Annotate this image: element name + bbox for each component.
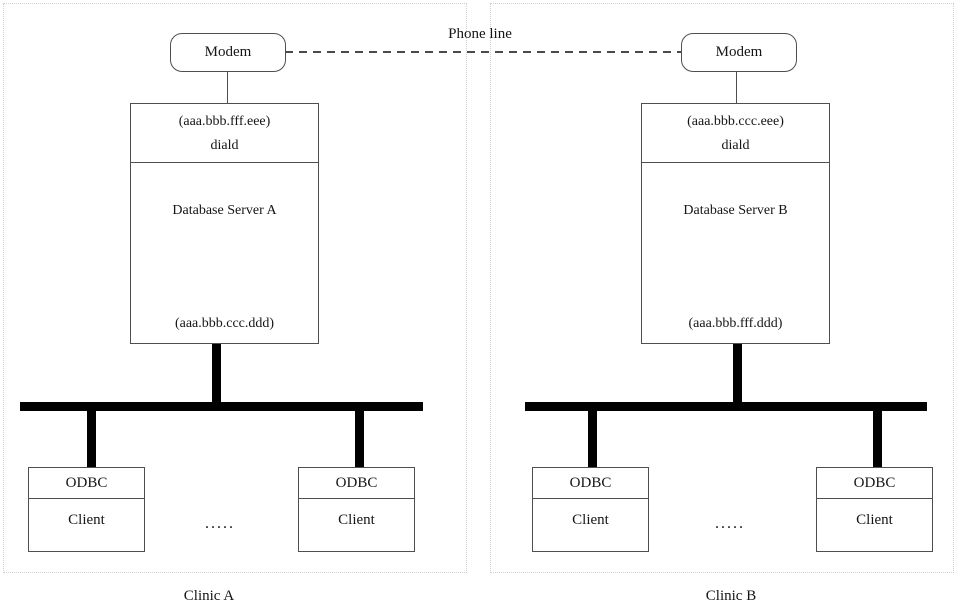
clinic-b-client-1-bus-link <box>588 410 597 468</box>
clinic-b-modem: Modem <box>681 33 797 72</box>
clinic-a-more-clients-ellipsis: ..... <box>205 515 235 532</box>
clinic-b-network-bus <box>525 402 927 411</box>
clinic-b-server: (aaa.bbb.ccc.eee) diald Database Server … <box>641 103 830 344</box>
modem-label: Modem <box>715 44 763 60</box>
clinic-b-more-clients-ellipsis: ..... <box>715 515 745 532</box>
client-interface-label: ODBC <box>29 468 144 499</box>
server-dial-address: (aaa.bbb.ccc.eee) <box>687 114 784 129</box>
clinic-a-client-1: ODBC Client <box>28 467 145 552</box>
clinic-b-label: Clinic B <box>705 588 757 604</box>
clinic-b-client-1: ODBC Client <box>532 467 649 552</box>
clinic-a-label: Clinic A <box>183 588 235 604</box>
server-lan-address: (aaa.bbb.ccc.ddd) <box>174 316 275 331</box>
clinic-a-server-bus-link <box>212 344 221 403</box>
client-role-label: Client <box>572 512 609 528</box>
server-name: Database Server B <box>683 203 788 218</box>
clinic-a-client-2: ODBC Client <box>298 467 415 552</box>
clinic-a-server-header: (aaa.bbb.fff.eee) diald <box>131 104 318 163</box>
clinic-a-server-body: Database Server A (aaa.bbb.ccc.ddd) <box>131 163 318 343</box>
clinic-a-network-bus <box>20 402 423 411</box>
client-interface-label: ODBC <box>299 468 414 499</box>
client-role-label: Client <box>68 512 105 528</box>
server-name: Database Server A <box>172 203 277 218</box>
clinic-b-boundary <box>490 3 954 573</box>
modem-label: Modem <box>204 44 252 60</box>
clinic-a-modem-server-link <box>227 71 228 103</box>
clinic-b-client-2: ODBC Client <box>816 467 933 552</box>
client-interface-label: ODBC <box>817 468 932 499</box>
server-dial-daemon: diald <box>721 138 750 153</box>
server-lan-address: (aaa.bbb.fff.ddd) <box>688 316 783 331</box>
client-role-label: Client <box>856 512 893 528</box>
clinic-a-boundary <box>3 3 467 573</box>
clinic-a-client-2-bus-link <box>355 410 364 468</box>
clinic-b-server-header: (aaa.bbb.ccc.eee) diald <box>642 104 829 163</box>
clinic-a-modem: Modem <box>170 33 286 72</box>
clinic-b-server-bus-link <box>733 344 742 403</box>
phone-line-label: Phone line <box>448 26 512 42</box>
clinic-b-modem-server-link <box>736 71 737 103</box>
server-dial-daemon: diald <box>210 138 239 153</box>
clinic-b-client-2-bus-link <box>873 410 882 468</box>
client-interface-label: ODBC <box>533 468 648 499</box>
clinic-b-server-body: Database Server B (aaa.bbb.fff.ddd) <box>642 163 829 343</box>
server-dial-address: (aaa.bbb.fff.eee) <box>178 114 271 129</box>
clinic-a-server: (aaa.bbb.fff.eee) diald Database Server … <box>130 103 319 344</box>
phone-line-connector <box>285 51 681 53</box>
clinic-a-client-1-bus-link <box>87 410 96 468</box>
client-role-label: Client <box>338 512 375 528</box>
